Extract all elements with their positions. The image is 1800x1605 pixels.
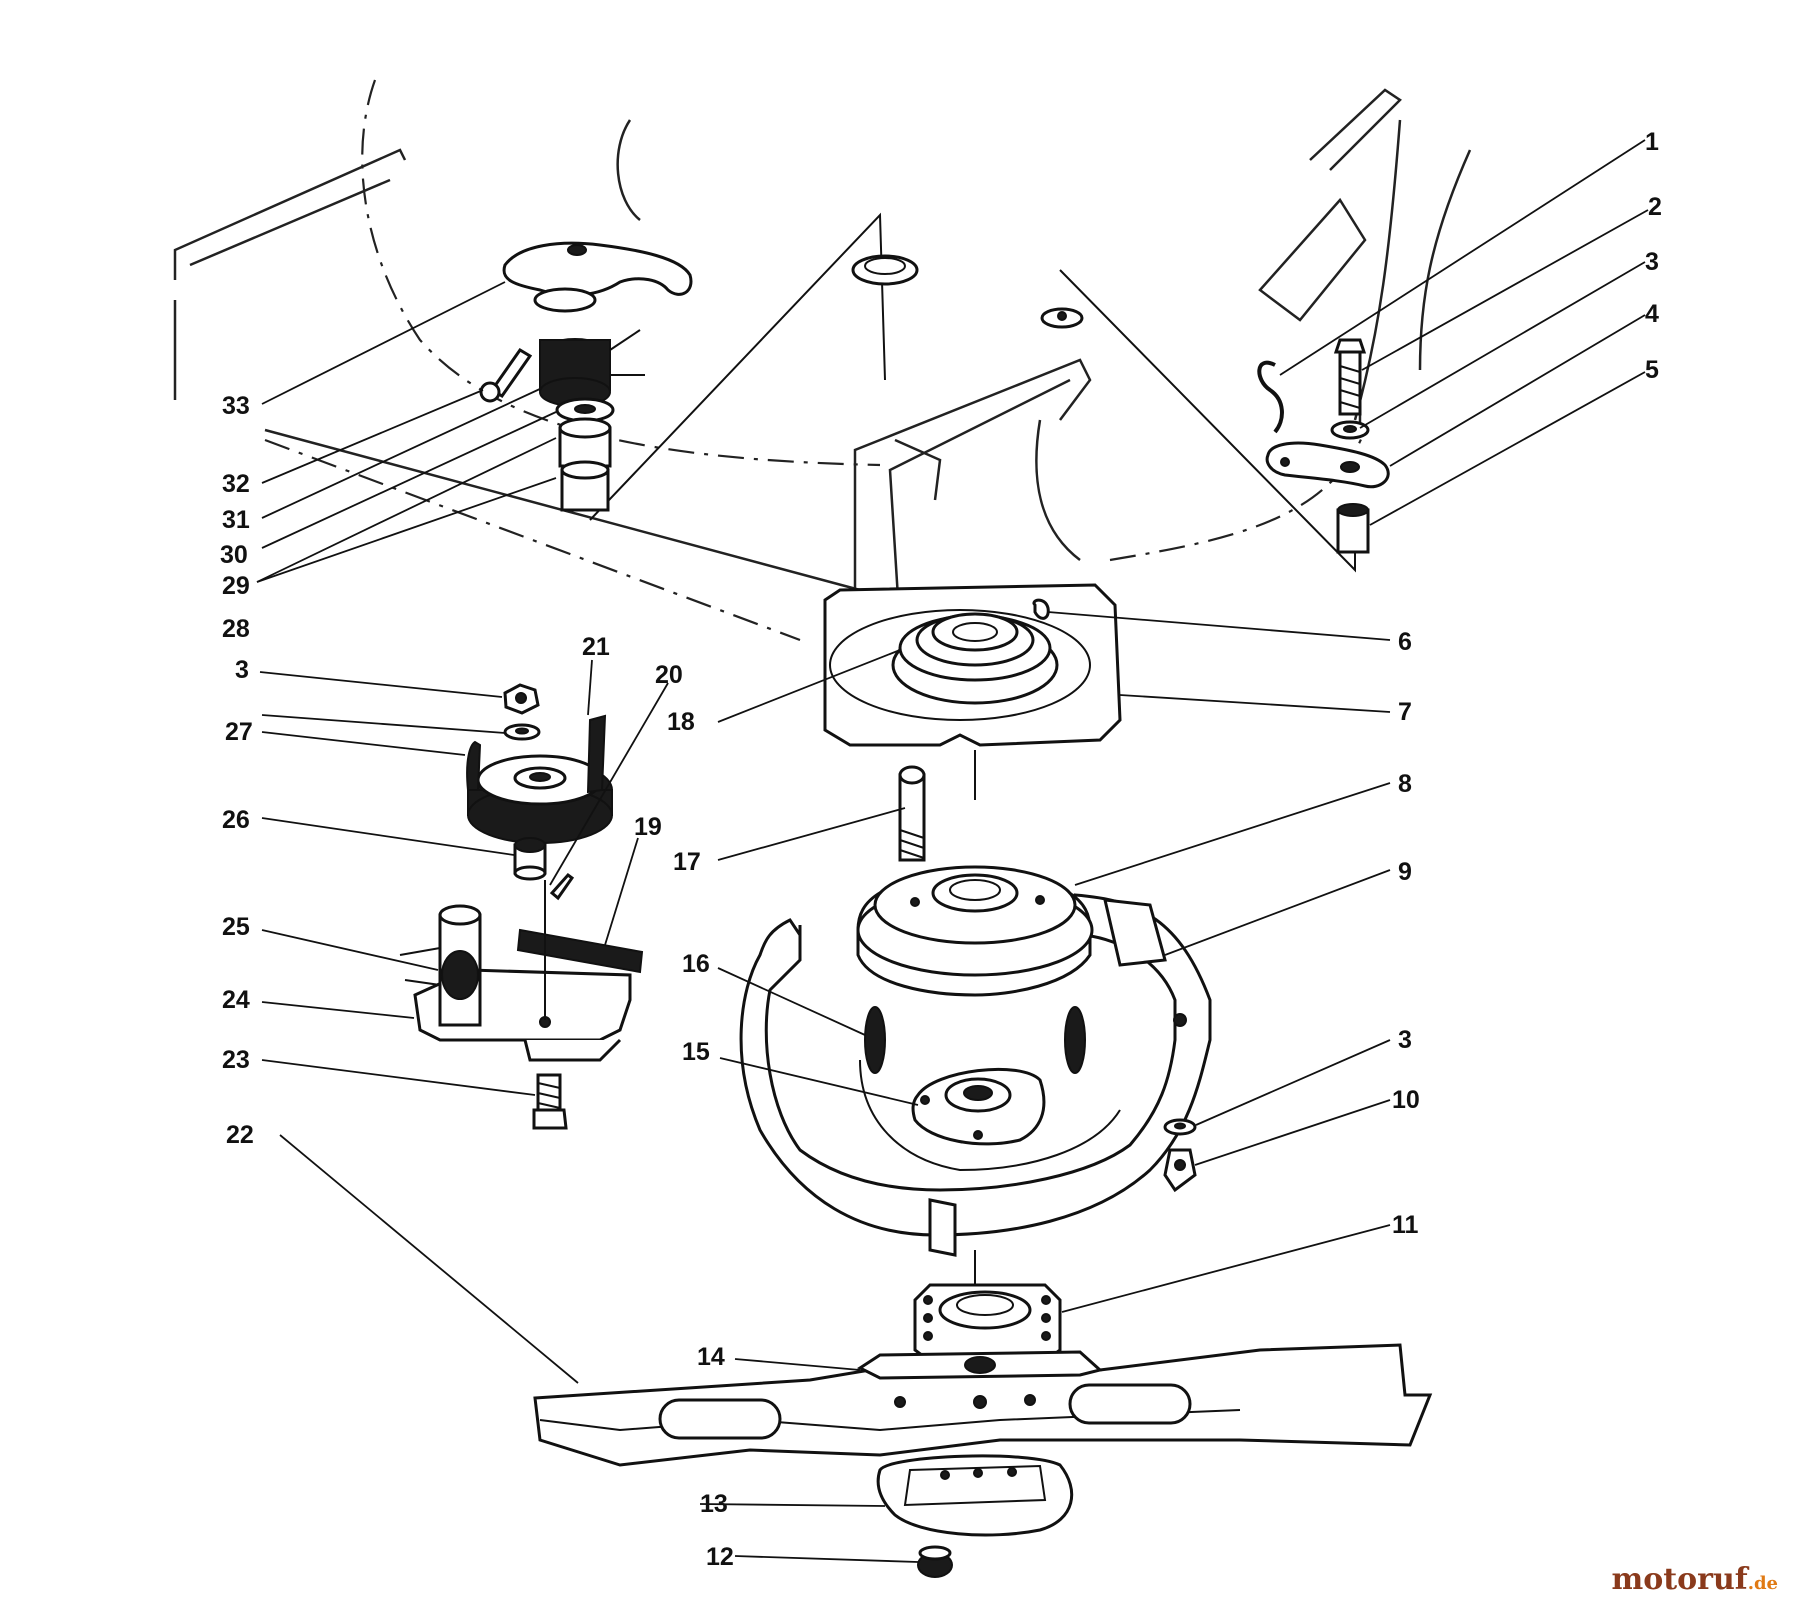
brake-housing-part: [739, 893, 1212, 1257]
callout-5: 5: [1645, 356, 1659, 384]
callout-28: 28: [222, 615, 250, 643]
watermark-logo: motoruf.de: [1612, 1562, 1778, 1597]
callout-3-top: 3: [1645, 248, 1659, 276]
callout-16: 16: [682, 950, 710, 978]
callout-2: 2: [1648, 193, 1662, 221]
callout-31: 31: [222, 506, 250, 534]
washer-part-3-upper: [1330, 420, 1370, 440]
nut-part-12: [917, 1545, 953, 1578]
watermark-tld: .de: [1747, 1573, 1778, 1594]
bushing-part-26: [513, 837, 547, 881]
link-arm-part: [1265, 441, 1390, 489]
washer-part-3-left: [503, 723, 541, 741]
callout-15: 15: [682, 1038, 710, 1066]
deck-washers: [851, 254, 1084, 329]
watermark-brand: motoruf: [1611, 1562, 1748, 1597]
bolt-part-10: [1163, 1148, 1197, 1193]
stiffener-part-14: [856, 1350, 1104, 1380]
nut-part-28: [503, 683, 540, 715]
hairpin-clip-part: [1257, 360, 1284, 434]
callout-1: 1: [1645, 128, 1659, 156]
callout-13: 13: [700, 1490, 728, 1518]
callout-21: 21: [582, 633, 610, 661]
bolt-part-2: [1333, 338, 1367, 416]
callout-22: 22: [226, 1121, 254, 1149]
callout-11: 11: [1392, 1211, 1419, 1239]
blade-part-22: [533, 1343, 1433, 1467]
callout-17: 17: [673, 848, 701, 876]
idler-pulley-part: [467, 754, 613, 844]
callout-25: 25: [222, 913, 250, 941]
idler-spring-part: [466, 714, 607, 794]
callout-30: 30: [220, 541, 248, 569]
callout-26: 26: [222, 806, 250, 834]
callout-23: 23: [222, 1046, 250, 1074]
bolt-part-32: [479, 347, 533, 403]
post-spring-part: [399, 904, 482, 1027]
callout-20: 20: [655, 661, 683, 689]
callout-27: 27: [225, 718, 253, 746]
bearing-flange-part: [911, 1067, 1046, 1146]
friction-strip-part: [516, 928, 644, 974]
callout-6: 6: [1398, 628, 1412, 656]
callout-19: 19: [634, 813, 662, 841]
pin-part-17: [898, 765, 926, 862]
callout-29: 29: [222, 572, 250, 600]
callout-12: 12: [706, 1543, 734, 1571]
brake-pads-part: [864, 1006, 1086, 1074]
callout-18: 18: [667, 708, 695, 736]
torsion-spring-part: [539, 329, 645, 407]
spacer-part-5: [1336, 503, 1370, 554]
motor-cap-part: [856, 865, 1094, 997]
callout-8: 8: [1398, 770, 1412, 798]
callout-4: 4: [1645, 300, 1659, 328]
washer-part-3-right: [1163, 1118, 1197, 1136]
bolt-part-23: [532, 1073, 568, 1130]
mower-deck-outline: [173, 79, 1472, 642]
blade-hub-part: [876, 1454, 1074, 1537]
callout-3-right: 3: [1398, 1026, 1412, 1054]
pin-part-20: [549, 872, 575, 901]
callout-3-left: 3: [235, 656, 249, 684]
pulley-part-18: [891, 612, 1059, 705]
bushings-part-29: [558, 417, 612, 512]
blade-adapter-part: [913, 1283, 1062, 1367]
leader-lines: [256, 139, 1649, 1563]
callout-9: 9: [1398, 858, 1412, 886]
callout-33: 33: [222, 392, 250, 420]
callout-7: 7: [1398, 698, 1412, 726]
callout-10: 10: [1392, 1086, 1420, 1114]
callout-32: 32: [222, 470, 250, 498]
handle-lever-part: [502, 241, 693, 313]
callout-labels: 1 2 3 4 5 6 7 8 9 3 10 11 12 13 14 15 16…: [220, 128, 1662, 1571]
callout-14: 14: [697, 1343, 725, 1371]
callout-24: 24: [222, 986, 250, 1014]
